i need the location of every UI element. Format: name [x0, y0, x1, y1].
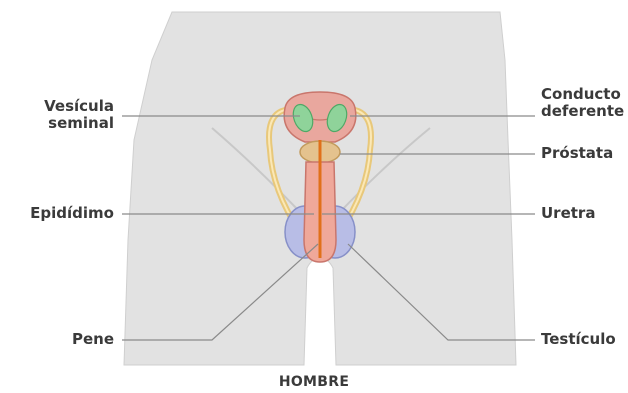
label-conducto-deferente: Conducto deferente: [541, 86, 624, 120]
label-vesicula-line2: seminal: [30, 115, 114, 132]
label-vesicula-line1: Vesícula: [30, 98, 114, 115]
label-pene: Pene: [30, 331, 114, 348]
label-vesicula-seminal: Vesícula seminal: [30, 98, 114, 132]
label-epididimo: Epidídimo: [14, 205, 114, 222]
label-conducto-line1: Conducto: [541, 86, 624, 103]
label-prostata: Próstata: [541, 145, 613, 162]
label-testiculo: Testículo: [541, 331, 616, 348]
diagram-caption: HOMBRE: [0, 374, 628, 390]
label-uretra: Uretra: [541, 205, 595, 222]
label-conducto-line2: deferente: [541, 103, 624, 120]
